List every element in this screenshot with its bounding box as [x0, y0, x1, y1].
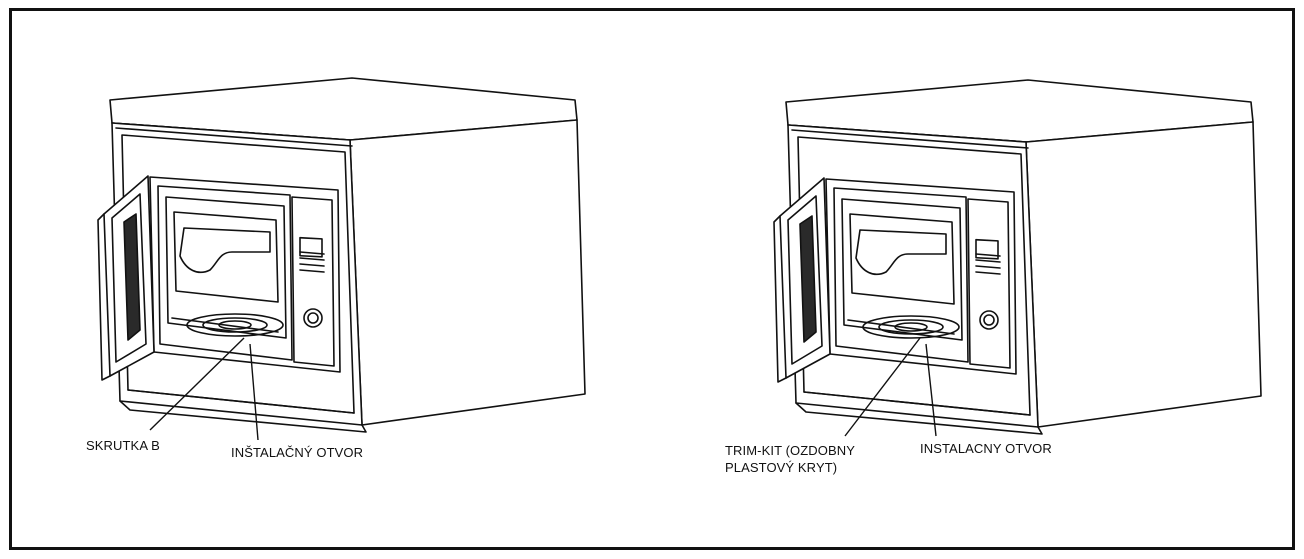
label-trim-kit: TRIM-KIT (OZDOBNY PLASTOVÝ KRYT)	[725, 443, 856, 475]
label-installation-hole-left: INŠTALAČNÝ OTVOR	[231, 445, 364, 460]
leader-line-hole-left	[249, 343, 259, 441]
leader-line-screw-left	[149, 337, 245, 431]
label-installation-hole-right: INSTALACNY OTVOR	[920, 441, 1052, 456]
label-screw-b: SKRUTKA B	[86, 438, 160, 453]
leader-line-hole-right	[925, 343, 937, 437]
microwave-right	[773, 79, 1262, 435]
microwave-left	[97, 77, 586, 433]
leader-line-trim-right	[844, 337, 921, 437]
